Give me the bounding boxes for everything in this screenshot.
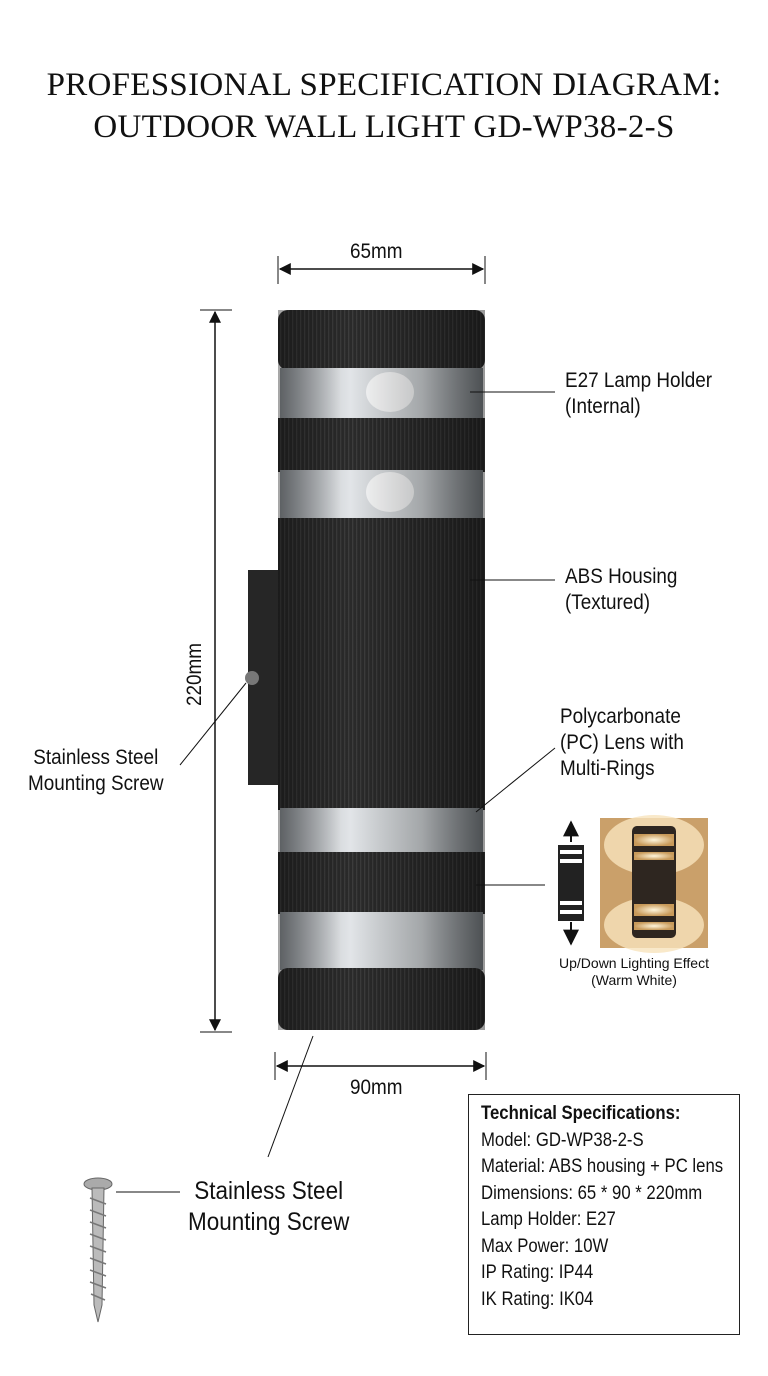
lighting-effect-caption: Up/Down Lighting Effect (Warm White)	[548, 955, 720, 989]
callout-lamp-holder: E27 Lamp Holder (Internal)	[565, 368, 712, 420]
callout-text: Mounting Screw	[28, 772, 164, 795]
spec-row: Model: GD-WP38-2-S	[481, 1129, 644, 1151]
callout-text: E27 Lamp Holder	[565, 369, 713, 392]
spec-row: IP Rating: IP44	[481, 1262, 594, 1283]
callout-text: (PC) Lens with	[560, 731, 684, 754]
page-title: PROFESSIONAL SPECIFICATION DIAGRAM: OUTD…	[0, 64, 768, 148]
dimension-65mm	[277, 256, 486, 284]
spec-row: IK Rating: IK04	[481, 1288, 594, 1310]
leader-mount-screw	[179, 682, 247, 766]
spec-row: Lamp Holder: E27	[481, 1209, 616, 1230]
callout-text: (Internal)	[565, 395, 641, 418]
dimension-220mm-label: 220mm	[183, 642, 206, 706]
callout-text: (Textured)	[565, 591, 651, 614]
callout-text: Multi-Rings	[560, 757, 655, 780]
callout-lens: Polycarbonate (PC) Lens with Multi-Rings	[560, 704, 684, 782]
dimension-90mm-label: 90mm	[350, 1076, 403, 1099]
screw-illustration	[83, 1177, 113, 1323]
title-line-2: OUTDOOR WALL LIGHT GD-WP38-2-S	[93, 109, 675, 145]
dimension-220mm	[200, 309, 232, 1033]
leader-lens	[475, 747, 556, 813]
caption-line-2: (Warm White)	[591, 972, 677, 988]
callout-text: ABS Housing	[565, 565, 678, 588]
dimension-65mm-label: 65mm	[350, 240, 403, 263]
screw-label-line: Stainless Steel	[194, 1177, 344, 1205]
callout-text: Polycarbonate	[560, 705, 681, 728]
dimension-90mm	[274, 1052, 487, 1080]
screw-label-line: Mounting Screw	[188, 1208, 350, 1236]
callout-housing: ABS Housing (Textured)	[565, 564, 677, 616]
wall-light-body	[278, 310, 485, 1030]
spec-row: Material: ABS housing + PC lens	[481, 1156, 724, 1177]
callout-mount-screw: Stainless Steel Mounting Screw	[28, 745, 164, 797]
technical-specifications-box: Technical Specifications: Model: GD-WP38…	[468, 1094, 740, 1335]
mounting-screw-head	[245, 671, 259, 685]
spec-row: Max Power: 10W	[481, 1235, 609, 1257]
up-down-icon	[558, 820, 584, 946]
spec-row: Dimensions: 65 * 90 * 220mm	[481, 1182, 703, 1204]
lighting-effect-photo	[600, 815, 708, 953]
title-line-1: PROFESSIONAL SPECIFICATION DIAGRAM:	[46, 67, 722, 103]
leader-screw-detail	[267, 1035, 314, 1158]
caption-line-1: Up/Down Lighting Effect	[559, 955, 709, 971]
callout-text: Stainless Steel	[33, 746, 159, 769]
spec-heading: Technical Specifications:	[481, 1103, 681, 1124]
screw-detail-label: Stainless Steel Mounting Screw	[188, 1176, 349, 1238]
